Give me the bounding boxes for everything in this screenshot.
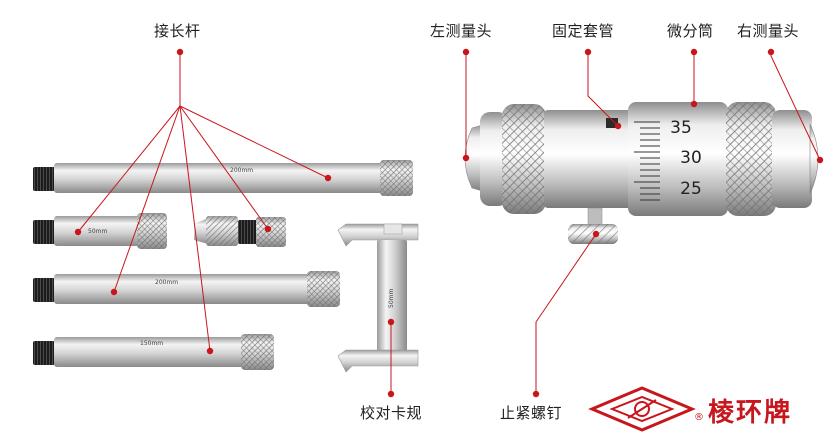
label-calibration-gauge: 校对卡规 (360, 404, 423, 422)
extension-rod-1: 200mm (33, 160, 413, 196)
label-right-anvil: 右测量头 (737, 22, 800, 40)
rod-2-marking: 50mm (88, 228, 107, 235)
label-fixed-sleeve: 固定套管 (552, 22, 615, 40)
rod-4-marking: 150mm (140, 340, 163, 347)
calibration-gauge: 50mm (337, 223, 419, 373)
label-left-anvil: 左测量头 (430, 22, 493, 40)
label-extension-rod: 接长杆 (154, 22, 201, 40)
thimble-scale-35: 35 (670, 118, 692, 138)
thimble-scale-25: 25 (680, 179, 702, 199)
brand-registered-mark: ® (694, 412, 704, 423)
gauge-marking: 50mm (388, 289, 395, 308)
extension-rod-4: 150mm (33, 334, 274, 370)
label-thimble: 微分筒 (667, 22, 714, 40)
label-lock-screw: 止紧螺钉 (500, 404, 563, 422)
extension-rod-3: 200mm (33, 271, 340, 307)
thimble-scale-30: 30 (680, 148, 702, 168)
extension-rod-2: 50mm (33, 213, 167, 249)
leader-dots (74, 48, 824, 398)
extension-connector (194, 216, 286, 247)
micrometer-head: 35 30 25 (464, 102, 819, 244)
rod-1-marking: 200mm (230, 167, 253, 174)
brand-logo-icon (588, 386, 696, 432)
rod-3-marking: 200mm (155, 279, 178, 286)
brand-name: 棱环牌 (708, 398, 793, 428)
